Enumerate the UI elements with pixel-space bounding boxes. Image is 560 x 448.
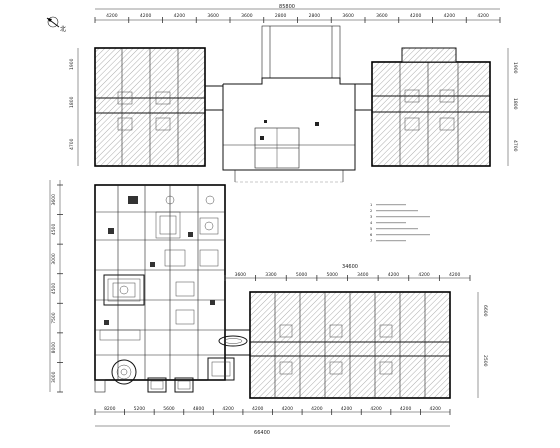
left-upper-dim-1: 1900: [69, 58, 75, 70]
bottom-dimension-label: 5600: [163, 406, 175, 412]
right-upper-dim-1: 1900: [512, 62, 518, 74]
note-number: 7: [370, 239, 372, 243]
bottom-dimension-chain: 66400 8200 5200 5600 4800 4200 4200 4200 4200 42…: [94, 406, 451, 436]
top-dimension-label: 2800: [275, 13, 287, 19]
north-arrow: 北: [46, 16, 66, 33]
right-upper-dim-3: 4700: [512, 140, 518, 152]
right-upper-dim-2: 1800: [512, 98, 518, 110]
note-number: 5: [370, 227, 372, 231]
left-upper-dim-3: 4700: [69, 138, 75, 150]
lower-left-block: [94, 184, 250, 393]
lower-right-wing: [249, 291, 451, 399]
bottom-overall-dimension: 66400: [254, 430, 270, 436]
bottom-dimension-label: 4800: [193, 406, 205, 412]
note-number: 1: [370, 203, 372, 207]
top-dimension-chain: 85800 4200 4200 4200 3600 3600 2800 2800 3600 36…: [94, 4, 501, 23]
top-dimension-label: 4200: [174, 13, 186, 19]
bottom-dimension-label: 4200: [282, 406, 294, 412]
left-lower-dimension-label: 3000: [51, 371, 57, 383]
note-number: 2: [370, 209, 372, 213]
left-lower-dimension-label: 3600: [51, 194, 57, 206]
right-upper-wing: [355, 47, 491, 167]
lower-right-dimension-label: 5000: [296, 272, 308, 278]
top-dimension-label: 4200: [410, 13, 422, 19]
bottom-dimension-label: 4200: [252, 406, 264, 412]
note-number: 6: [370, 233, 372, 237]
bottom-dimension-label: 8200: [104, 406, 116, 412]
lower-right-dimension-label: 4200: [388, 272, 400, 278]
left-lower-dimension-label: 3000: [51, 253, 57, 265]
top-overall-dimension: 85800: [279, 4, 295, 10]
top-dimension-label: 4200: [140, 13, 152, 19]
top-dimension-label: 4200: [444, 13, 456, 19]
north-label: 北: [60, 25, 66, 33]
note-number: 4: [370, 221, 373, 225]
top-dimension-label: 3600: [207, 13, 219, 19]
left-lower-dimension-label: 8000: [51, 342, 57, 354]
lower-right-dimension-label: 4200: [418, 272, 430, 278]
lower-right-dimension-label: 5000: [326, 272, 338, 278]
lower-right-overall-dimension: 34600: [342, 264, 358, 270]
left-upper-side-dims: 1900 1800 4700: [69, 48, 79, 166]
lower-right-dimension-label: 4200: [449, 272, 461, 278]
lower-right-dimension-label: 3300: [265, 272, 277, 278]
notes-block: 1 2 3 4 5 6 7: [370, 203, 430, 243]
bottom-dimension-label: 4200: [311, 406, 323, 412]
bottom-dimension-label: 4200: [400, 406, 412, 412]
right-lower-side-dims: 6600 2500: [477, 292, 488, 398]
lower-right-dimension-label: 3400: [357, 272, 369, 278]
left-lower-dimension-label: 4500: [51, 283, 57, 295]
right-upper-side-dims: 1900 1800 4700: [507, 48, 518, 166]
right-lower-dim-2: 2500: [482, 355, 488, 367]
bottom-dimension-label: 4200: [429, 406, 441, 412]
bottom-dimension-label: 4200: [222, 406, 234, 412]
note-number: 3: [370, 215, 372, 219]
top-dimension-label: 3600: [376, 13, 388, 19]
left-upper-wing: [94, 47, 223, 167]
bottom-dimension-label: 4200: [341, 406, 353, 412]
top-dimension-label: 2800: [309, 13, 321, 19]
top-dimension-label: 4200: [477, 13, 489, 19]
top-dimension-label: 4200: [106, 13, 118, 19]
lower-right-dimension-label: 3600: [235, 272, 247, 278]
right-lower-dim-1: 6600: [482, 305, 488, 317]
lower-left-side-dims: 3600 4500 3000 4500 7500 8000 3000: [49, 180, 63, 393]
left-lower-dimension-label: 7500: [51, 312, 57, 324]
bottom-dimension-label: 4200: [370, 406, 382, 412]
top-dimension-label: 3600: [241, 13, 253, 19]
central-lobby: [222, 25, 356, 183]
left-lower-dimension-label: 4500: [51, 223, 57, 235]
top-dimension-label: 3600: [342, 13, 354, 19]
left-upper-dim-2: 1800: [69, 96, 75, 108]
lower-right-top-dims: 34600 3600 3300 5000 5000 3400 4200 4200 4200: [224, 264, 471, 281]
bottom-dimension-label: 5200: [134, 406, 146, 412]
